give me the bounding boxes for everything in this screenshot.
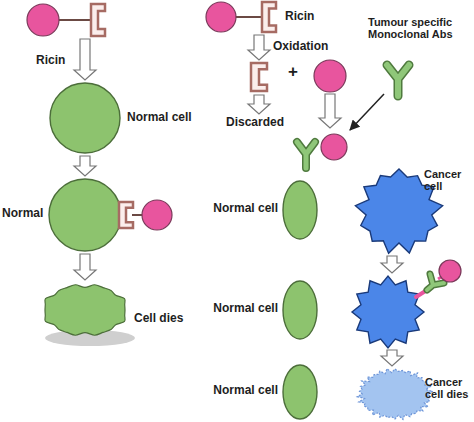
toxin-chain-a: [314, 60, 346, 92]
toxin-chain-a: [206, 2, 236, 32]
toxin-chain-b: [251, 63, 267, 91]
toxin-chain-b: [91, 4, 105, 36]
node-label: Tumour specific Monoclonal Abs: [368, 16, 470, 41]
node-label: Cell dies: [134, 312, 200, 325]
edge-label: Oxidation: [273, 40, 328, 53]
antibody-node: Tumour specific Monoclonal Abs: [384, 62, 412, 96]
block-arrow: [319, 94, 341, 128]
dead-cell-symbol: [45, 285, 125, 335]
cloud-node: Cell dies: [40, 282, 130, 344]
node-label: Normal cell: [210, 302, 278, 315]
normal-cell-symbol: [283, 281, 317, 339]
star-node: Cancer cell: [356, 168, 442, 254]
node-label: Cancer cell: [424, 168, 474, 193]
antibody-symbol: [387, 65, 409, 96]
cancer-cell-symbol: [352, 276, 424, 348]
node-label: Normal cell: [210, 384, 278, 397]
toxin-chain-a: [321, 134, 347, 160]
node-shape: [48, 178, 122, 252]
node-shape: [384, 62, 412, 96]
node-shape: [26, 3, 106, 37]
antibody-outline: [387, 65, 409, 96]
toxin-chain-a: [142, 200, 172, 230]
block-arrow: [381, 350, 403, 366]
toxin-chain-a: [27, 4, 59, 36]
block-arrow: [381, 256, 403, 273]
node-label: Normal: [2, 207, 46, 220]
bracket-node: Discarded: [250, 62, 268, 92]
block-arrow: [74, 254, 96, 280]
toxin-chain-b: [119, 202, 133, 228]
node-shape: [282, 280, 318, 340]
disulfide-link: [132, 214, 143, 216]
node-shape: [282, 364, 318, 420]
toxin-chain-a: [439, 260, 461, 282]
normal-cell-symbol: [283, 181, 317, 239]
block-arrow: [248, 35, 270, 60]
pointer-arrow: [350, 94, 384, 130]
block-arrow: [248, 95, 270, 114]
node-shape: [205, 1, 277, 33]
node-label: Discarded: [226, 116, 296, 129]
normal-cell-symbol: [49, 179, 121, 251]
oval-node: Normal cell: [282, 364, 318, 420]
ricin-node: Ricin: [205, 1, 277, 33]
normal-cell-symbol: [283, 365, 317, 419]
dying-node: Cancer cell dies: [357, 368, 433, 420]
cell-node: Normal cell: [49, 82, 121, 154]
node-shape: [250, 62, 268, 92]
ricin-node: Ricin: [26, 3, 106, 37]
oval-node: Normal cell: [282, 280, 318, 340]
oval-node: Normal cell: [282, 180, 318, 240]
node-shape: [357, 368, 433, 420]
dying-cell-symbol: [357, 369, 433, 420]
cellRicin-node: Normal: [48, 178, 122, 252]
toxin-chain-b: [262, 2, 276, 32]
node-label: Cancer cell dies: [425, 376, 474, 401]
disulfide-link: [58, 19, 91, 21]
node-shape: [282, 180, 318, 240]
normal-cell-symbol: [50, 83, 120, 153]
disulfide-link: [235, 16, 262, 18]
node-shape: [49, 82, 121, 154]
antibody-symbol: [297, 142, 315, 168]
node-label: Ricin: [36, 54, 76, 67]
block-arrow: [74, 156, 96, 176]
node-label: Normal cell: [210, 202, 278, 215]
node-label: Normal cell: [127, 111, 199, 124]
antibody-outline: [297, 142, 315, 168]
plain-label: +: [288, 62, 298, 81]
node-label: Ricin: [285, 10, 325, 23]
block-arrow: [74, 39, 96, 80]
node-shape: [40, 282, 130, 344]
